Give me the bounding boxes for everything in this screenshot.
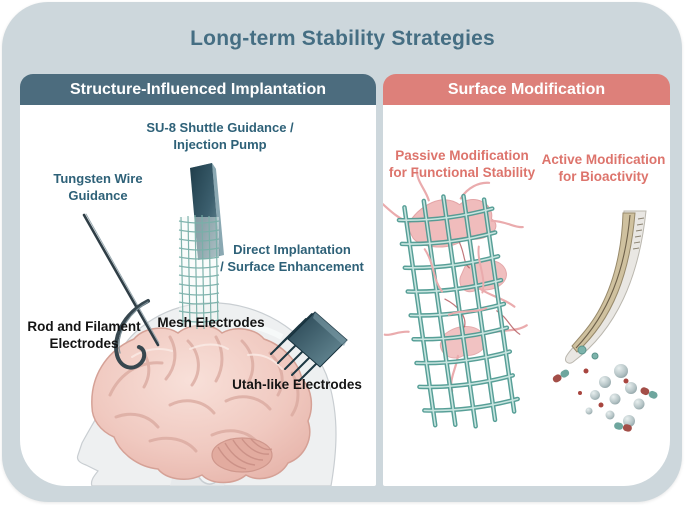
su8-shuttle-label-line2: Injection Pump xyxy=(173,136,267,152)
passive-modification-label-line2: for Functional Stability xyxy=(388,165,536,181)
implantation-illustration xyxy=(76,163,348,486)
active-modification-label-line2: for Bioactivity xyxy=(558,169,649,185)
modification-illustration xyxy=(383,168,658,432)
utah-electrodes-label: Utah-like Electrodes xyxy=(232,377,362,392)
utah-array-illustration xyxy=(270,311,348,382)
tungsten-wire-label: Tungsten Wire Guidance xyxy=(28,171,168,204)
passive-modification-label-line1: Passive Modification xyxy=(395,148,529,163)
brain-illustration xyxy=(91,324,313,484)
structure-implantation-panel: SU-8 Shuttle Guidance / Injection Pump T… xyxy=(20,105,376,486)
flexible-probe-illustration xyxy=(565,210,647,364)
tab-structure-influenced-implantation: Structure-Influenced Implantation xyxy=(20,74,376,105)
mesh-electrodes-label: Mesh Electrodes xyxy=(157,315,265,330)
direct-implantation-label-line2: / Surface Enhancement xyxy=(220,258,364,274)
rod-filament-label-line2: Electrodes xyxy=(49,336,119,352)
rod-filament-label-line1: Rod and Filament xyxy=(27,319,141,334)
surface-modification-panel: Passive Modification for Functional Stab… xyxy=(383,105,670,486)
surface-modification-column: Surface Modification xyxy=(383,74,670,486)
rod-filament-hook-illustration xyxy=(114,299,150,370)
mesh-electrode-ribbon-illustration xyxy=(178,214,220,330)
active-modification-label: Active Modification for Bioactivity xyxy=(537,151,670,186)
active-modification-label-line1: Active Modification xyxy=(541,152,666,167)
su8-shuttle-label-line1: SU-8 Shuttle Guidance / xyxy=(146,120,294,135)
tab-surface-modification: Surface Modification xyxy=(383,74,670,105)
drug-particles-illustration xyxy=(552,345,658,432)
su8-shuttle-label: SU-8 Shuttle Guidance / Injection Pump xyxy=(115,120,325,153)
tungsten-wire-label-line1: Tungsten Wire xyxy=(53,171,143,186)
neuron-integrated-mesh-illustration xyxy=(383,168,528,429)
page-title: Long-term Stability Strategies xyxy=(190,27,495,50)
tungsten-wire-illustration xyxy=(82,213,160,347)
direct-implantation-label-line1: Direct Implantation xyxy=(233,242,351,257)
passive-modification-label: Passive Modification for Functional Stab… xyxy=(383,147,541,182)
su8-shuttle-blade-illustration xyxy=(190,163,224,260)
structure-implantation-column: Structure-Influenced Implantation xyxy=(20,74,376,486)
direct-implantation-label: Direct Implantation / Surface Enhancemen… xyxy=(212,242,372,275)
tungsten-wire-label-line2: Guidance xyxy=(68,187,128,203)
rod-filament-label: Rod and Filament Electrodes xyxy=(20,318,148,353)
